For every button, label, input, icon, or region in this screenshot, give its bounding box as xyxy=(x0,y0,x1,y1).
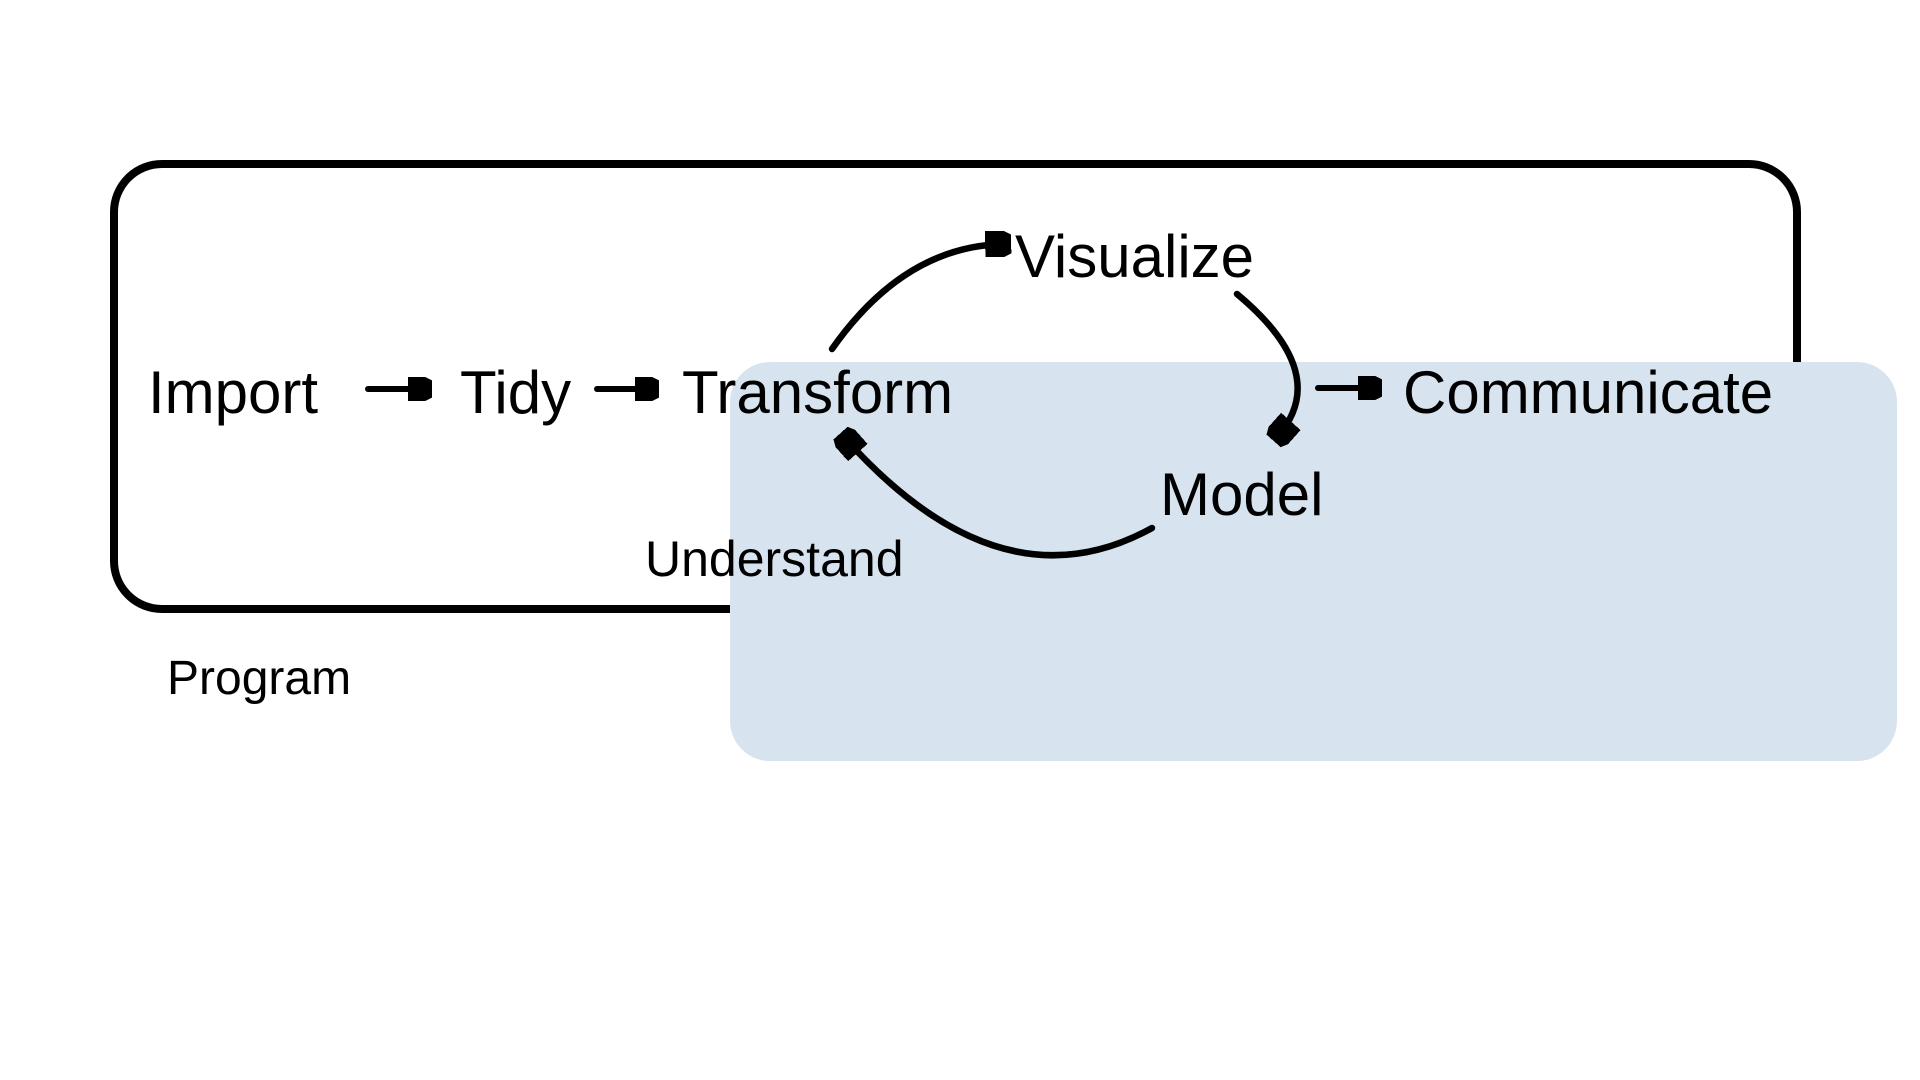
understand-label: Understand xyxy=(645,531,904,587)
node-communicate: Communicate xyxy=(1403,359,1774,426)
node-visualize: Visualize xyxy=(1015,223,1255,290)
node-model: Model xyxy=(1160,461,1324,528)
understand-region xyxy=(730,362,1897,761)
node-tidy: Tidy xyxy=(460,359,572,426)
program-label: Program xyxy=(167,652,352,705)
node-transform: Transform xyxy=(682,359,954,426)
node-import: Import xyxy=(148,359,319,426)
